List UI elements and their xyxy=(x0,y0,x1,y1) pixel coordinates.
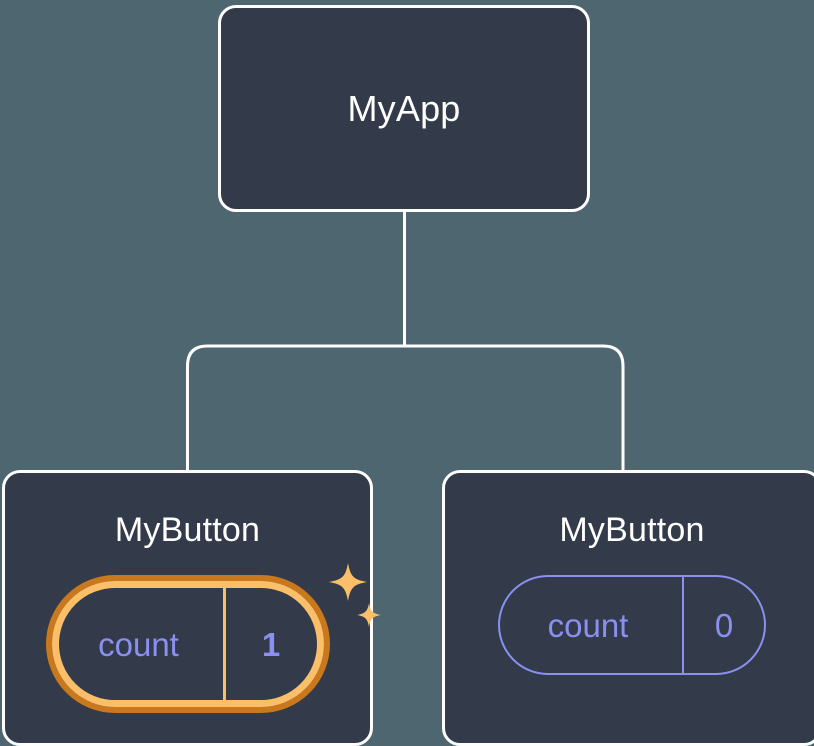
node-myapp[interactable]: MyApp xyxy=(218,5,590,212)
state-pill-left-wrap: count 1 xyxy=(45,563,381,713)
state-pill-count-highlighted[interactable]: count 1 xyxy=(45,575,330,713)
state-pill-inner-ring: count 1 xyxy=(51,581,324,707)
state-pill-right-name: count xyxy=(500,577,684,673)
state-pill-right-wrap: count 0 xyxy=(498,575,766,675)
state-pill-left-name: count xyxy=(59,588,226,700)
connector-branch-bar xyxy=(186,344,625,470)
sparkle-star-large-icon xyxy=(328,563,367,601)
state-pill-left-value: 1 xyxy=(261,625,281,663)
node-myapp-label: MyApp xyxy=(347,87,461,129)
state-pill-right-value: 0 xyxy=(714,606,734,644)
node-mybutton-right-label: MyButton xyxy=(559,511,705,549)
node-mybutton-right[interactable]: MyButton count 0 xyxy=(442,470,814,746)
node-mybutton-left[interactable]: MyButton count 1 xyxy=(2,470,381,746)
node-mybutton-left-label: MyButton xyxy=(114,511,261,549)
state-pill-count-plain[interactable]: count 0 xyxy=(498,575,766,675)
